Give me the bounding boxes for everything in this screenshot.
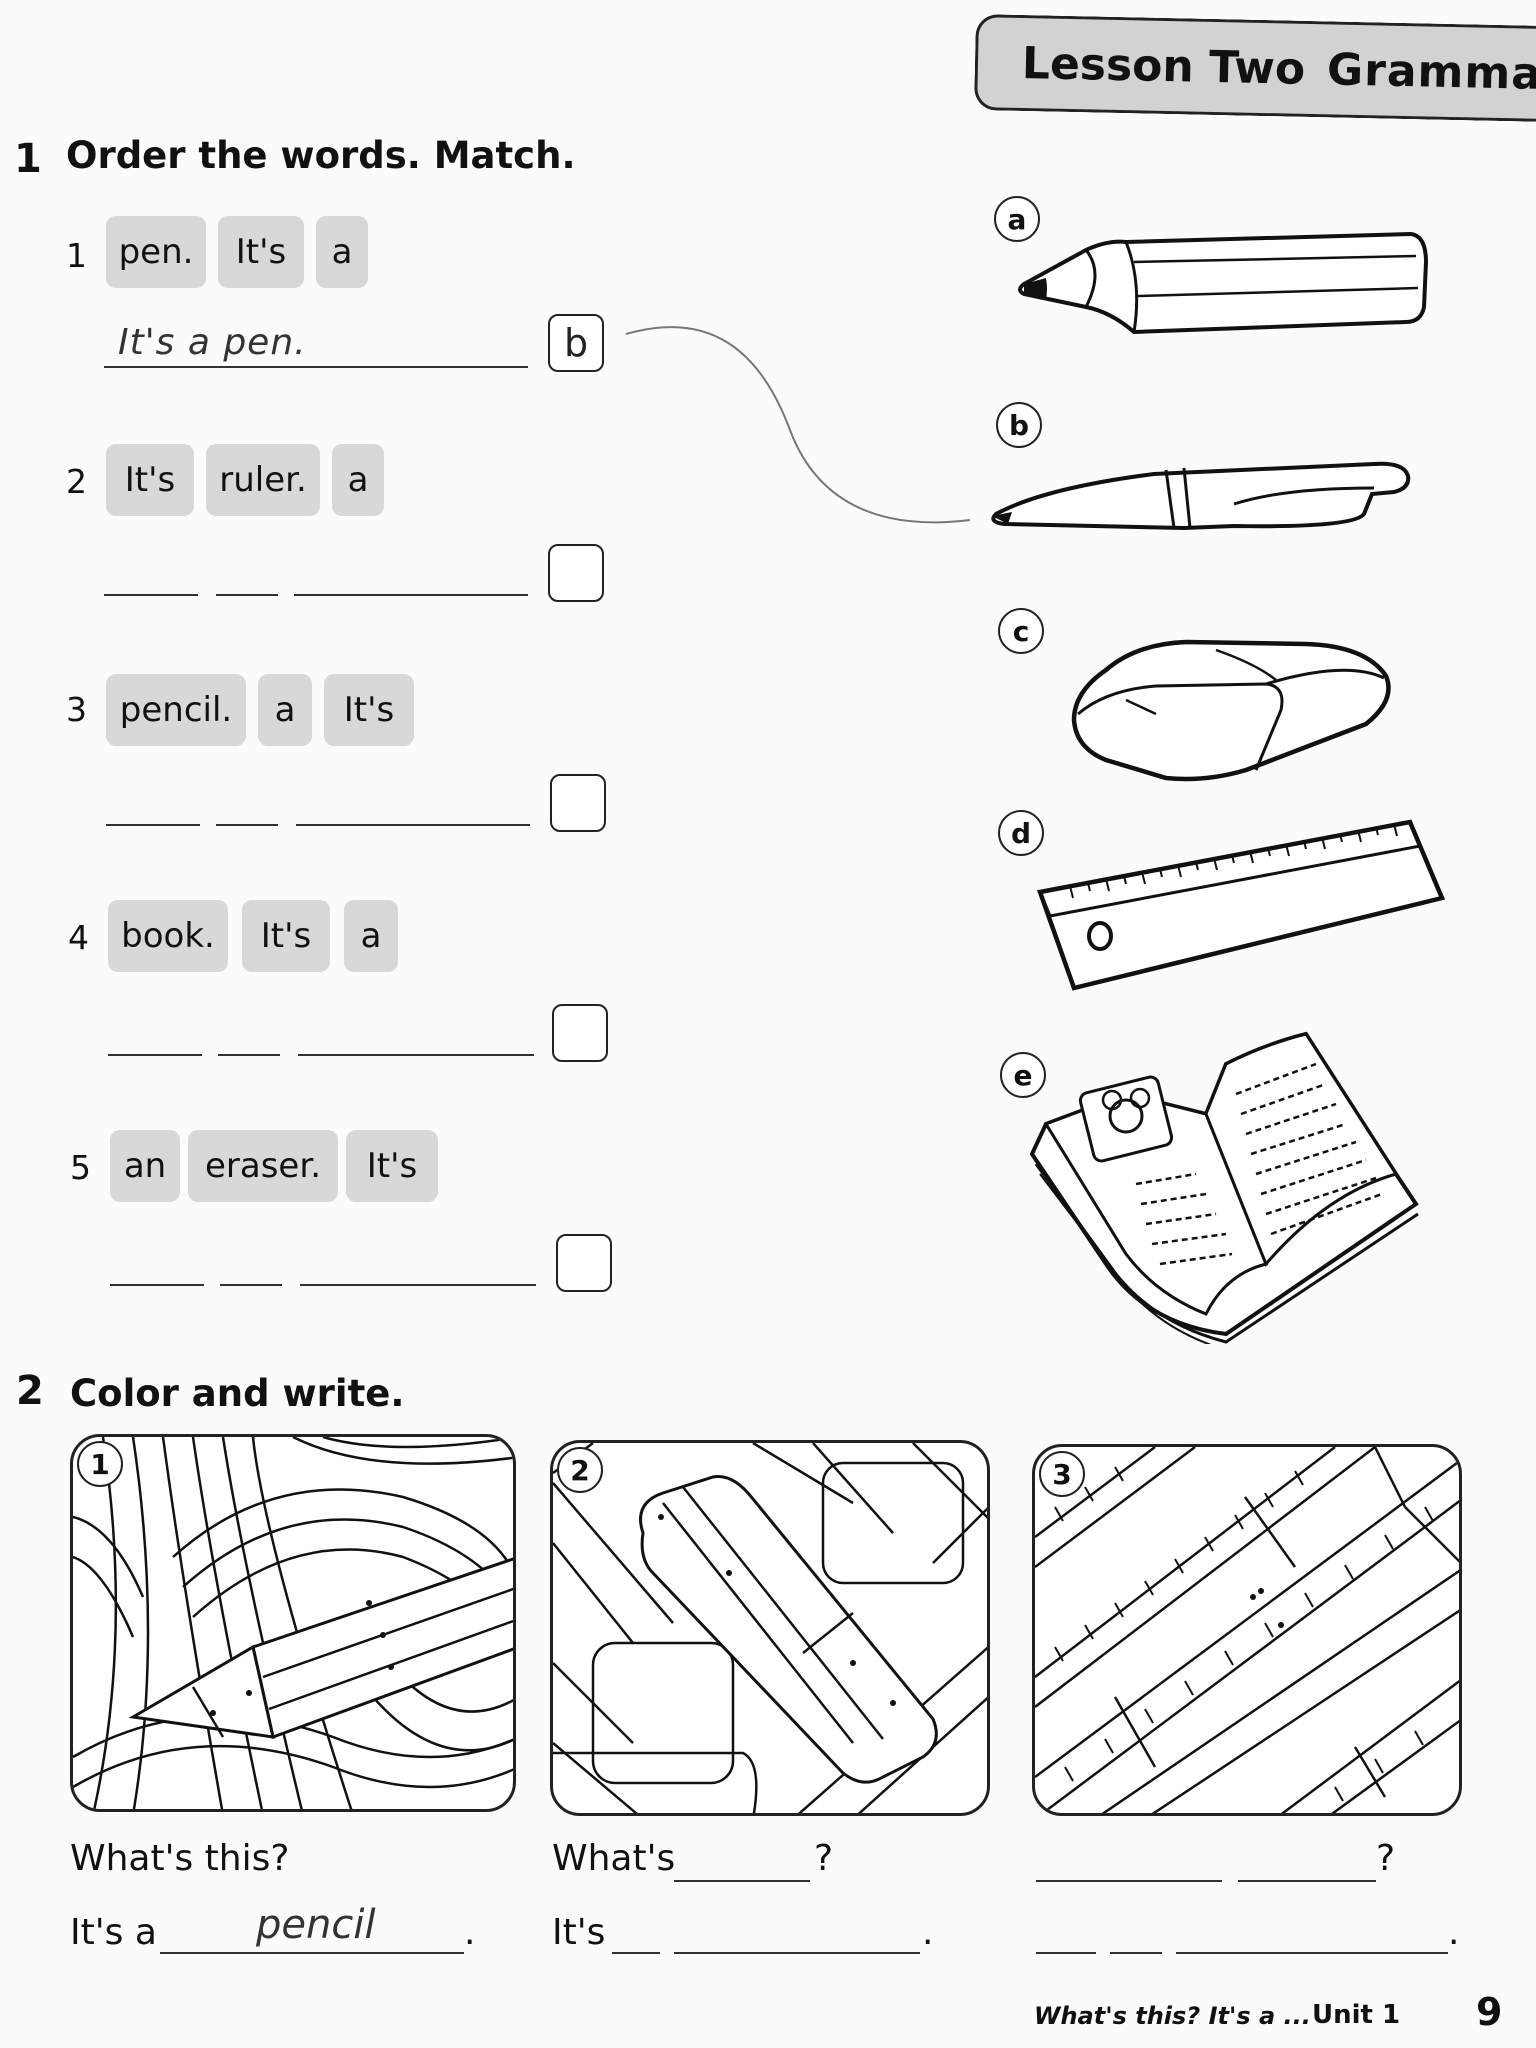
panel-3-answer-line-2[interactable] [1110,1952,1162,1954]
word-tile: It's [106,444,194,516]
panel-3-answer-line-1[interactable] [1036,1952,1096,1954]
hidden-eraser-pattern [553,1443,987,1813]
footer-unit: Unit 1 [1312,2000,1401,2030]
word-tile: a [332,444,384,516]
word-tile: an [110,1130,180,1202]
word-tile: pencil. [106,674,246,746]
panel-3-question-suffix: ? [1376,1838,1396,1879]
panel-2-question-suffix: ? [814,1838,834,1879]
exercise-1-number: 1 [14,136,42,182]
item-3-number: 3 [66,690,87,729]
panel-2-answer-line-1[interactable] [612,1952,660,1954]
word-tile: a [316,216,368,288]
panel-1-answer-text: pencil [256,1902,376,1948]
panel-3-number: 3 [1039,1451,1085,1497]
panel-2-answer-suffix: . [922,1912,934,1953]
match-connector-line [625,326,971,524]
hidden-pencil-pattern [73,1437,513,1809]
ruler-icon [1037,819,1446,991]
picture-letter-b: b [996,402,1042,448]
item-3-answer-line-1[interactable] [106,824,200,826]
item-3-answer-line-2[interactable] [216,824,278,826]
exercise-1-title: Order the words. Match. [66,134,576,177]
item-5-answer-line-2[interactable] [220,1284,282,1286]
eraser-icon [1071,639,1391,782]
item-5-answer-line-1[interactable] [110,1284,204,1286]
item-1-answer-text: It's a pen. [118,322,307,363]
pen-icon [991,461,1411,531]
item-3-match-box[interactable] [550,774,606,832]
exercise-2-title: Color and write. [70,1372,405,1415]
item-2-match-box[interactable] [548,544,604,602]
lesson-header-tab: Lesson Two Grammar [973,14,1536,123]
panel-1-answer-suffix: . [464,1912,476,1953]
item-5-answer-line-3[interactable] [300,1284,536,1286]
panel-3-question-line-2[interactable] [1238,1880,1376,1882]
book-icon [1029,1031,1419,1344]
word-tile: It's [242,900,330,972]
picture-letter-a: a [994,196,1040,242]
word-tile: It's [218,216,304,288]
word-tile: a [344,900,398,972]
panel-3-answer-suffix: . [1448,1912,1460,1953]
picture-letter-e: e [1000,1052,1046,1098]
color-panel-1[interactable]: 1 [70,1434,516,1812]
item-4-match-box[interactable] [552,1004,608,1062]
panel-2-question-prefix: What's [552,1838,676,1879]
lesson-label: Lesson Two [1021,37,1306,95]
panel-3-question-line-1[interactable] [1036,1880,1222,1882]
hidden-ruler-pattern [1035,1447,1459,1813]
word-tile: ruler. [206,444,320,516]
item-5-match-box[interactable] [556,1234,612,1292]
panel-1-question: What's this? [70,1838,290,1879]
item-2-answer-line-2[interactable] [216,594,278,596]
word-tile: book. [108,900,228,972]
word-tile: pen. [106,216,206,288]
item-1-number: 1 [66,236,87,275]
panel-1-number: 1 [77,1441,123,1487]
item-1-match-box[interactable]: b [548,314,604,372]
item-5-number: 5 [70,1148,91,1187]
item-4-number: 4 [68,918,89,957]
panel-1-answer-prefix: It's a [70,1912,157,1953]
word-tile: eraser. [188,1130,338,1202]
panel-2-answer-line-2[interactable] [674,1952,920,1954]
footer-caption: What's this? It's a ... [1034,2002,1311,2030]
word-tile: It's [346,1130,438,1202]
item-3-answer-line-3[interactable] [296,824,530,826]
color-panel-3[interactable]: 3 [1032,1444,1462,1816]
panel-2-answer-prefix: It's [552,1912,606,1953]
item-2-number: 2 [66,462,87,501]
panel-2-number: 2 [557,1447,603,1493]
item-4-answer-line-2[interactable] [218,1054,280,1056]
panel-3-answer-line-3[interactable] [1176,1952,1448,1954]
color-panel-2[interactable]: 2 [550,1440,990,1816]
word-tile: It's [324,674,414,746]
exercise-2-number: 2 [16,1368,44,1414]
item-1-answer-line[interactable] [104,366,528,368]
item-2-answer-line-1[interactable] [104,594,198,596]
word-tile: a [258,674,312,746]
item-2-answer-line-3[interactable] [294,594,528,596]
item-4-answer-line-3[interactable] [298,1054,534,1056]
picture-letter-d: d [998,810,1044,856]
page-number: 9 [1476,1990,1503,2034]
lesson-topic: Grammar [1326,43,1536,100]
item-4-answer-line-1[interactable] [108,1054,202,1056]
panel-2-question-line[interactable] [674,1880,810,1882]
picture-letter-c: c [998,608,1044,654]
panel-1-answer-line[interactable] [160,1952,464,1954]
pencil-icon [1018,231,1429,335]
